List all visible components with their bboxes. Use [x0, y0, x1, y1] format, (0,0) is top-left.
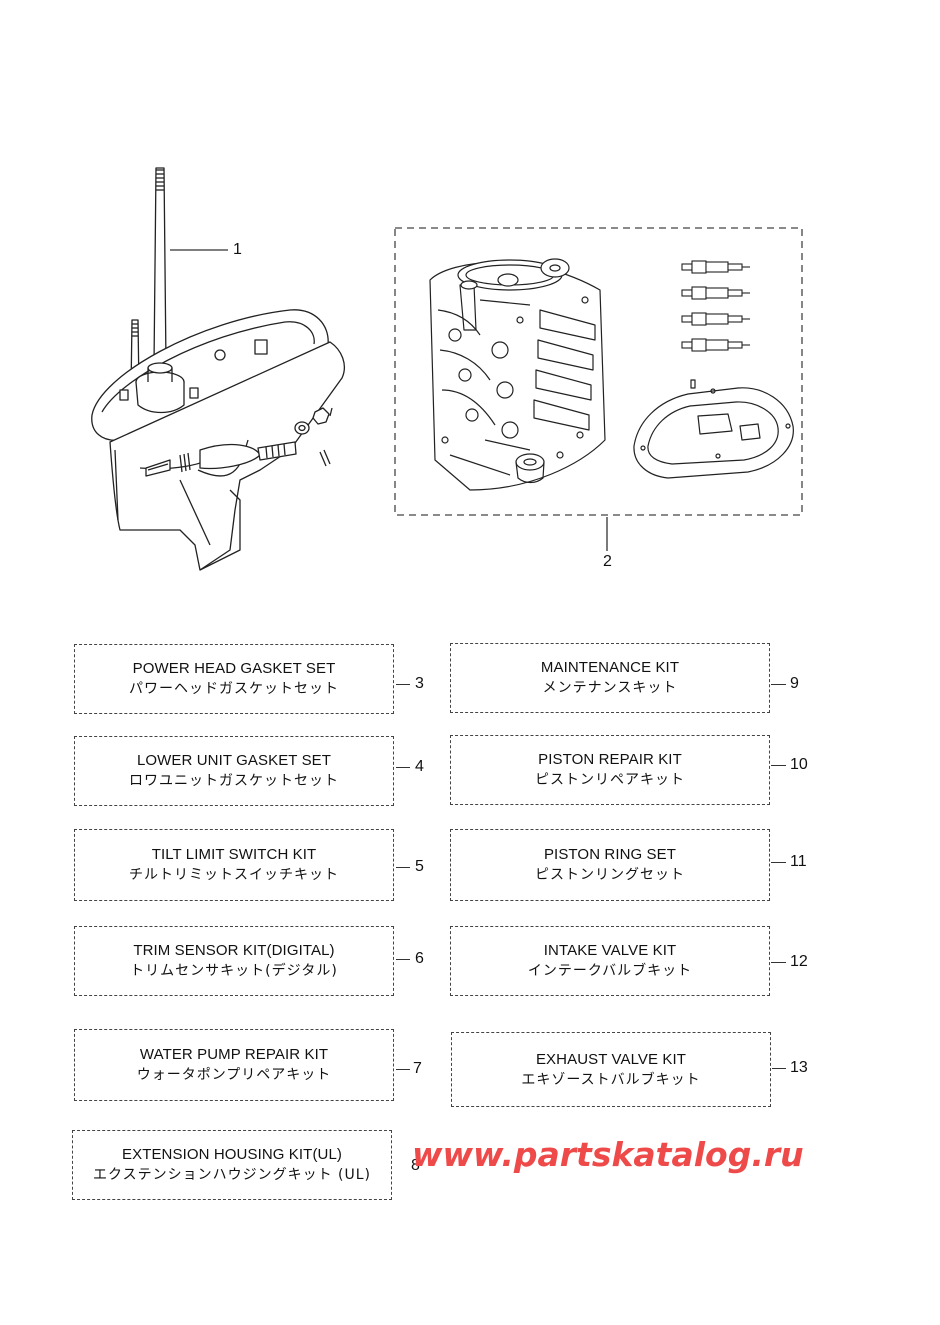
kit-12-number: 12: [790, 953, 808, 970]
kit-8-number: 8: [411, 1157, 420, 1174]
gasket-illustration: [633, 379, 794, 479]
kit-5-name-en: TILT LIMIT SWITCH KIT: [151, 846, 317, 863]
kit-3-name-jp: パワーヘッドガスケットセット: [129, 681, 339, 697]
kit-10-name-jp: ピストンリペアキット: [535, 772, 685, 788]
kit-box-9: MAINTENANCE KIT メンテナンスキット: [450, 643, 770, 713]
kit-box-3: POWER HEAD GASKET SET パワーヘッドガスケットセット: [74, 644, 394, 714]
kit-6-number: 6: [415, 950, 424, 967]
kit-box-4: LOWER UNIT GASKET SET ロワユニットガスケットセット: [74, 736, 394, 806]
kit-6-leader: [396, 959, 410, 960]
kit-4-name-jp: ロワユニットガスケットセット: [129, 773, 339, 789]
kit-13-number: 13: [790, 1059, 808, 1076]
kit-7-name-en: WATER PUMP REPAIR KIT: [139, 1046, 329, 1063]
kit-5-name-jp: チルトリミットスイッチキット: [129, 867, 339, 883]
kit-13-name-en: EXHAUST VALVE KIT: [535, 1050, 687, 1068]
kit-3-leader: [396, 684, 410, 685]
kit-7-name-jp: ウォータポンプリペアキット: [136, 1067, 332, 1083]
kit-8-name-jp: エクステンションハウジングキット (UL): [93, 1167, 371, 1183]
kit-12-name-en: INTAKE VALVE KIT: [543, 942, 677, 959]
kit-5-leader: [396, 867, 410, 868]
kit-10-name-en: PISTON REPAIR KIT: [538, 751, 682, 768]
kit-3-number: 3: [415, 675, 424, 692]
callout-2-leader: [606, 517, 608, 551]
kit-13-name-jp: エキゾーストバルブキット: [521, 1071, 701, 1088]
spark-plugs-illustration: [681, 260, 750, 352]
callout-number-1: 1: [233, 241, 242, 258]
kit-11-name-en: PISTON RING SET: [543, 846, 677, 863]
kit-3-name-en: POWER HEAD GASKET SET: [132, 660, 336, 677]
kit-4-leader: [396, 767, 410, 768]
kit-11-name-jp: ピストンリングセット: [535, 867, 685, 883]
power-head-illustration: [429, 258, 606, 491]
kit-box-12: INTAKE VALVE KIT インテークバルブキット: [450, 926, 770, 996]
kit-9-name-jp: メンテナンスキット: [542, 680, 678, 696]
kit-13-leader: [772, 1068, 786, 1069]
kit-12-name-jp: インテークバルブキット: [527, 963, 693, 979]
kit-8-name-en: EXTENSION HOUSING KIT(UL): [121, 1146, 343, 1163]
kit-12-leader: [771, 962, 786, 963]
kit-box-7: WATER PUMP REPAIR KIT ウォータポンプリペアキット: [74, 1029, 394, 1101]
watermark: www.partskatalog.ru: [412, 1135, 804, 1174]
kit-5-number: 5: [415, 858, 424, 875]
kit-4-number: 4: [415, 758, 424, 775]
kit-10-number: 10: [790, 756, 808, 773]
kit-box-11: PISTON RING SET ピストンリングセット: [450, 829, 770, 901]
kit-9-name-en: MAINTENANCE KIT: [540, 659, 680, 676]
kit-9-leader: [771, 684, 786, 685]
kit-6-name-jp: トリムセンサキット(デジタル): [130, 963, 338, 979]
kit-11-leader: [771, 862, 786, 863]
kit-box-13: EXHAUST VALVE KIT エキゾーストバルブキット: [451, 1032, 771, 1107]
kit-4-name-en: LOWER UNIT GASKET SET: [136, 752, 332, 769]
kit-7-number: 7: [413, 1060, 422, 1077]
kit-11-number: 11: [790, 853, 807, 870]
kit-9-number: 9: [790, 675, 799, 692]
kit-7-leader: [396, 1069, 410, 1070]
lower-unit-illustration: [91, 167, 345, 571]
kit-6-name-en: TRIM SENSOR KIT(DIGITAL): [133, 942, 335, 959]
callout-1-leader: [170, 249, 228, 251]
kit-10-leader: [771, 765, 786, 766]
kit-box-8: EXTENSION HOUSING KIT(UL) エクステンションハウジングキ…: [72, 1130, 392, 1200]
kit-box-10: PISTON REPAIR KIT ピストンリペアキット: [450, 735, 770, 805]
kit-box-6: TRIM SENSOR KIT(DIGITAL) トリムセンサキット(デジタル): [74, 926, 394, 996]
callout-number-2: 2: [603, 553, 612, 570]
kit-box-5: TILT LIMIT SWITCH KIT チルトリミットスイッチキット: [74, 829, 394, 901]
